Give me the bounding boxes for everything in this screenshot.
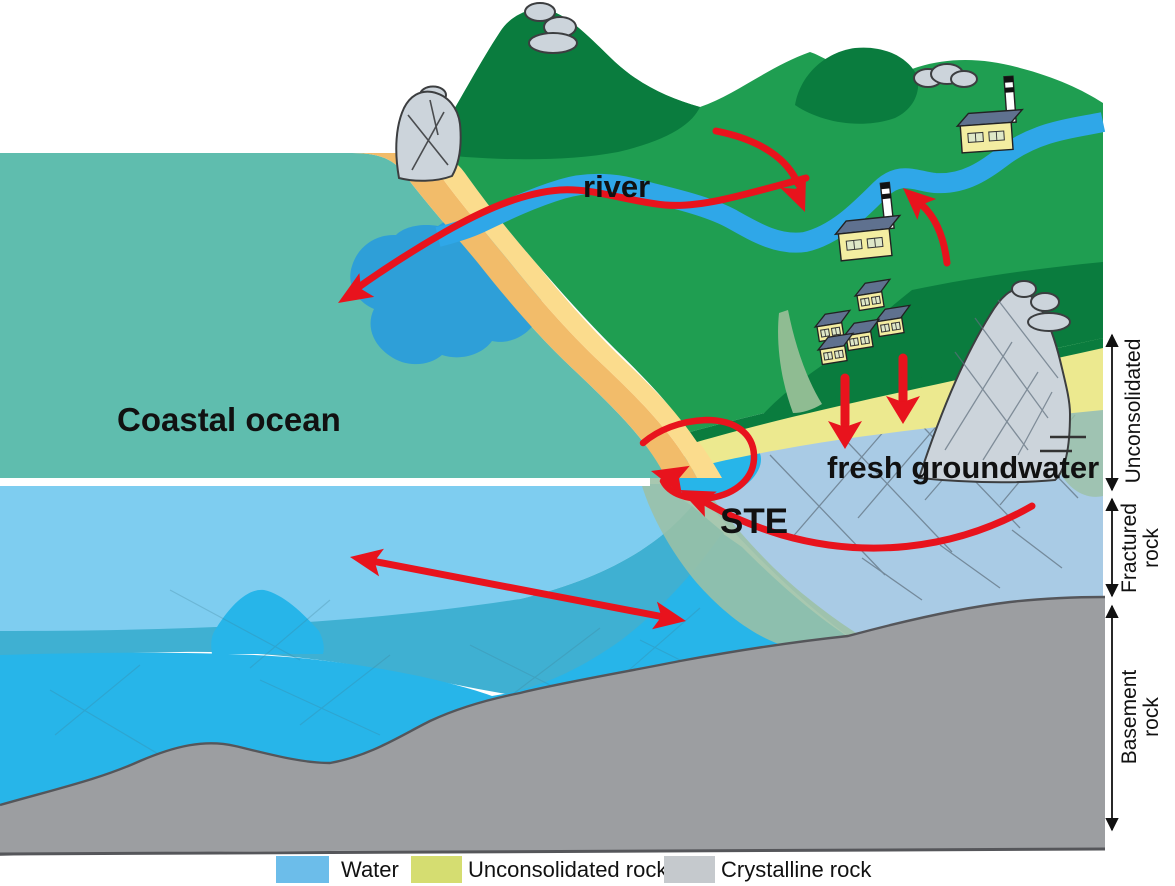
river-label: river (583, 169, 650, 204)
legend-swatch-crystalline (664, 856, 715, 883)
legend-label-crystalline: Crystalline rock (721, 857, 872, 882)
sage-slope-band (778, 310, 822, 413)
crystalline-outcrop (917, 280, 1072, 484)
legend-swatch-unconsolidated (411, 856, 462, 883)
river-channel (435, 112, 1106, 253)
basement-rock-scale-label-line2: rock (1140, 697, 1163, 737)
saline-groundwater-wedge (0, 533, 850, 807)
basement-top-edge (0, 595, 1106, 807)
beach-sand-outer (352, 153, 697, 478)
arrowhead (886, 396, 920, 424)
beach-boulder (395, 85, 462, 182)
outcrop-boulder-pile (1011, 280, 1071, 332)
arrowhead (350, 548, 384, 577)
legend-label-water: Water (341, 857, 399, 882)
dark-hill-right (795, 47, 919, 124)
flow-arrows (338, 127, 1036, 630)
legend: Water Unconsolidated rock Crystalline ro… (276, 856, 872, 883)
arrowhead (903, 188, 937, 220)
legend-label-unconsolidated: Unconsolidated rock (468, 857, 668, 882)
coastal-ocean-region (0, 153, 666, 478)
unconsolidated-scale-label: Unconsolidated (1122, 339, 1145, 484)
arrowhead (338, 273, 375, 303)
river-discharge-arrow (352, 174, 810, 293)
runoff-arrow-up (918, 201, 951, 267)
strata-depth-scale: Unconsolidated Fractured rock Basement r… (1105, 333, 1163, 832)
saline-wedge-bump (211, 589, 324, 654)
hilltop-boulder-pile-right (913, 63, 978, 88)
dark-hill-left (427, 9, 700, 160)
arrowhead (780, 177, 806, 212)
arrowhead (651, 465, 690, 495)
beach-sand-inner (400, 153, 722, 478)
arrowhead (828, 421, 862, 449)
exchange-arrow (368, 557, 668, 621)
fresh-groundwater-label: fresh groundwater (827, 450, 1099, 485)
arrowhead (680, 490, 717, 518)
ste-label: STE (720, 502, 788, 541)
plan-section-separator (0, 477, 650, 486)
plan-view (0, 9, 1106, 478)
hilltop-boulder-pile-left (524, 2, 578, 54)
transition-water-layer (0, 506, 724, 696)
arrowhead (652, 601, 686, 630)
coastal-ocean-label: Coastal ocean (117, 401, 341, 438)
runoff-arrow-down (712, 127, 802, 188)
seawater-layer (0, 484, 692, 634)
basement-bottom-edge (0, 847, 1106, 856)
basement-rock-scale-label-line1: Basement (1118, 670, 1141, 765)
groundwater-flow-arrow (701, 498, 1036, 552)
outcrop-fractures (944, 299, 1059, 461)
fractured-rock-scale-label-line2: rock (1140, 528, 1163, 568)
boulder-cracks (407, 99, 449, 171)
water-table-symbol (1040, 435, 1086, 453)
basement-rock-region (0, 597, 1105, 856)
legend-swatch-water (276, 856, 329, 883)
fractured-rock-scale-label-line1: Fractured (1118, 503, 1141, 593)
